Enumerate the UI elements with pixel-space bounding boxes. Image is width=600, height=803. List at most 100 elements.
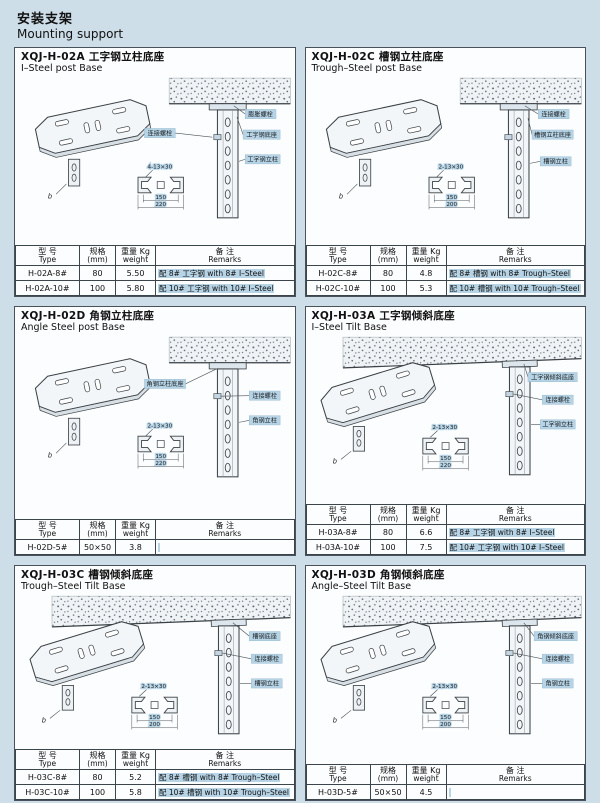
header-weight-en: weight: [122, 528, 149, 538]
cell-type: H-02A-10#: [15, 280, 80, 296]
header-type-en: Type: [329, 254, 347, 264]
cell-remarks: [445, 784, 585, 800]
dim-b: b: [48, 451, 52, 459]
header-weight-en: weight: [413, 513, 439, 523]
callout-connecting-bolt: 连接螺栓: [524, 105, 569, 119]
header-spec-en: (mm): [87, 528, 108, 538]
cell-spec: 50×50: [369, 784, 407, 800]
page-title-en: Mounting support: [17, 27, 124, 41]
callout-post: 角钢立柱: [238, 415, 281, 425]
callout-post: 工字钢立柱: [238, 154, 281, 164]
svg-text:2-13×30: 2-13×30: [148, 423, 173, 429]
header-type-en: Type: [38, 758, 57, 768]
drawing-geometry: [318, 596, 581, 734]
hole-spec-dimension: 2-13×30: [429, 423, 458, 438]
dim-outer: 200: [149, 722, 160, 728]
panel-title-en: Angle Steel post Base: [21, 322, 125, 334]
hole-spec-dimension: 2-13×30: [139, 682, 168, 697]
header-spec-cn: 规格: [380, 505, 396, 515]
table-row: H-03A-8# 80 6.6 配 8# 工字钢 with 8# Ⅰ–Steel: [305, 524, 585, 540]
header-weight-cn: 重量 Kg: [121, 750, 150, 760]
header-type-en: Type: [329, 513, 347, 523]
panel-title-en: Trough–Steel post Base: [311, 63, 423, 75]
header-type-en: Type: [38, 254, 57, 264]
cell-remarks: 配 8# 槽钢 with 8# Trough–Steel: [155, 769, 295, 785]
header-weight-cn: 重量 Kg: [411, 505, 441, 515]
header-type-en: Type: [38, 528, 57, 538]
cell-spec: 100: [369, 539, 407, 555]
svg-text:连接螺栓: 连接螺栓: [545, 655, 570, 663]
cell-type: H-02D-5#: [15, 539, 80, 555]
svg-text:膨胀螺栓: 膨胀螺栓: [248, 110, 273, 118]
panel-grid: XQJ-H-02A 工字钢立柱底座 Ⅰ–Steel post Base 膨胀螺栓…: [14, 47, 586, 801]
panel-title: XQJ-H-03C 槽钢倾斜底座 Trough–Steel Tilt Base: [15, 566, 295, 593]
header-spec-cn: 规格: [89, 520, 106, 530]
table-row: H-02A-8# 80 5.50 配 8# 工字钢 with 8# Ⅰ–Stee…: [15, 265, 295, 281]
cell-spec: 50×50: [79, 539, 116, 555]
header-remarks-cn: 备 注: [505, 246, 525, 256]
header-type-cn: 型 号: [38, 520, 57, 530]
cell-remarks: 配 10# 工字钢 with 10# Ⅰ–Steel: [155, 280, 295, 296]
page-header: 安装支架 Mounting support: [17, 8, 583, 41]
svg-text:槽钢立柱: 槽钢立柱: [543, 157, 568, 165]
cell-spec: 100: [79, 280, 116, 296]
svg-text:2-13×30: 2-13×30: [438, 164, 463, 170]
header-remarks-en: Remarks: [208, 254, 242, 264]
header-type-cn: 型 号: [328, 505, 348, 515]
panel-title-en: Trough–Steel Tilt Base: [21, 581, 126, 593]
header-remarks-en: Remarks: [498, 513, 532, 523]
header-weight-cn: 重量 Kg: [411, 246, 441, 256]
technical-drawing: 连接螺栓 槽钢立柱底座 槽钢立柱 2-13×30 150 200: [306, 75, 586, 245]
panel-xqj-h-03d: XQJ-H-03D 角钢倾斜底座 Angle–Steel Tilt Base 角…: [304, 565, 586, 801]
panel-title-cn: XQJ-H-02C 槽钢立柱底座: [311, 51, 444, 63]
header-weight-en: weight: [413, 254, 439, 264]
cell-weight: 7.5: [405, 539, 447, 555]
panel-xqj-h-02d: XQJ-H-02D 角钢立柱底座 Angle Steel post Base 角…: [14, 306, 296, 556]
cell-weight: 4.5: [405, 784, 447, 800]
header-remarks-cn: 备 注: [505, 505, 525, 515]
dim-inner: 150: [440, 715, 451, 721]
panel-title: XQJ-H-02D 角钢立柱底座 Angle Steel post Base: [15, 307, 295, 334]
hole-spec-dimension: 2-13×30: [145, 422, 174, 437]
header-remarks-cn: 备 注: [215, 750, 235, 760]
header-type-en: Type: [329, 773, 347, 783]
cell-remarks: 配 10# 槽钢 with 10# Trough–Steel: [155, 784, 295, 800]
dim-outer: 220: [155, 202, 166, 208]
header-remarks-en: Remarks: [498, 773, 532, 783]
cell-weight: 4.8: [405, 265, 447, 281]
dim-inner: 150: [440, 456, 451, 462]
cell-spec: 100: [369, 280, 407, 296]
dim-inner: 150: [155, 454, 166, 460]
header-spec-cn: 规格: [380, 765, 396, 775]
cell-weight: 5.8: [115, 784, 156, 800]
callout-base: 槽钢底座: [232, 622, 281, 641]
cell-remarks: [155, 539, 295, 555]
callout-base: 角钢立柱底座: [144, 368, 217, 389]
header-spec-en: (mm): [377, 513, 399, 523]
panel-xqj-h-03c: XQJ-H-03C 槽钢倾斜底座 Trough–Steel Tilt Base …: [14, 565, 296, 801]
cell-type: H-02C-8#: [305, 265, 371, 281]
header-spec-cn: 规格: [89, 246, 106, 256]
header-spec-cn: 规格: [89, 750, 106, 760]
callout-connecting-bolt: 连接螺栓: [220, 390, 281, 401]
header-spec-en: (mm): [377, 773, 399, 783]
panel-title-en: Ⅰ–Steel Tilt Base: [311, 322, 387, 334]
callout-connecting-bolt: 连接螺栓: [222, 652, 283, 664]
panel-xqj-h-02c: XQJ-H-02C 槽钢立柱底座 Trough–Steel post Base …: [304, 47, 586, 297]
svg-text:连接螺栓: 连接螺栓: [541, 110, 566, 118]
panel-title-cn: XQJ-H-03C 槽钢倾斜底座: [21, 569, 154, 581]
technical-drawing: 槽钢底座 连接螺栓 槽钢立柱 2-13×30 150 200: [15, 593, 295, 749]
dim-inner: 150: [149, 715, 160, 721]
callout-post: 工字钢立柱: [530, 419, 575, 429]
svg-text:2-13×30: 2-13×30: [432, 684, 457, 690]
dim-outer: 200: [440, 722, 451, 728]
cell-weight: 5.2: [115, 769, 156, 785]
cell-type: H-02A-8#: [15, 265, 80, 281]
header-spec-en: (mm): [87, 254, 108, 264]
svg-text:工字钢立柱: 工字钢立柱: [542, 420, 573, 428]
callout-connecting-bolt: 连接螺栓: [513, 652, 573, 664]
